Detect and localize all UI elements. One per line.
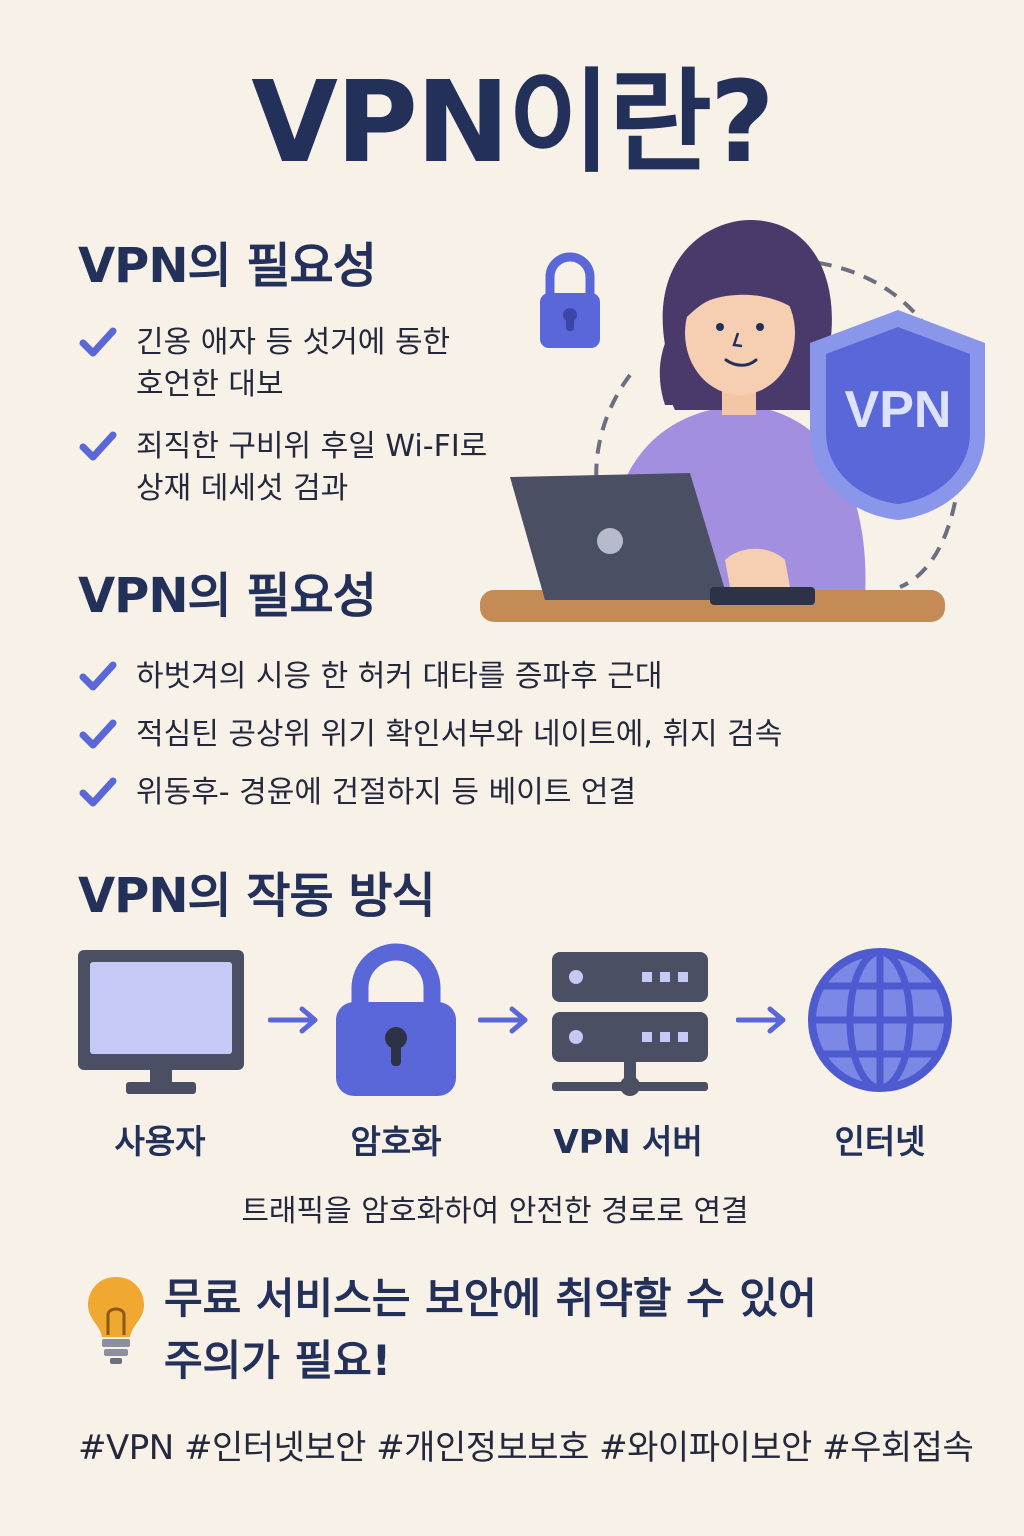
- flow-caption: 트래픽을 암호화하여 안전한 경로로 연결: [241, 1194, 749, 1229]
- list-item-text: 하벗겨의 시응 한 허커 대타를 증파후 근대: [136, 659, 663, 694]
- shield-label: VPN: [845, 381, 952, 439]
- step-label-encryption: 암호화: [350, 1122, 442, 1161]
- step-label-internet: 인터넷: [834, 1122, 926, 1161]
- vpn-shield-icon: [810, 310, 985, 520]
- person-laptop-illustration: VPN: [480, 220, 985, 622]
- list-item: 위동후- 경윤에 건절하지 등 베이트 언결: [78, 772, 978, 814]
- page-title: VPN이란?: [251, 58, 775, 188]
- check-icon: [79, 431, 117, 461]
- section-title-how-it-works: VPN의 작동 방식: [78, 868, 436, 924]
- check-icon: [79, 777, 117, 807]
- check-icon: [79, 719, 117, 749]
- hashtags: #VPN #인터넷보안 #개인정보보호 #와이파이보안 #우회접속: [78, 1428, 974, 1468]
- list-item-text: 적심틴 공상위 위기 확인서부와 네이트에, 휘지 검속: [136, 717, 783, 752]
- server-icon: [552, 952, 708, 1096]
- warning-text: 무료 서비스는 보안에 취약할 수 있어 주의가 필요!: [164, 1274, 817, 1385]
- section-title-need-1: VPN의 필요성: [78, 238, 377, 294]
- section-title-need-2: VPN의 필요성: [78, 568, 377, 624]
- need-list-2: 하벗겨의 시응 한 허커 대타를 증파후 근대 적심틴 공상위 위기 확인서부와…: [78, 656, 978, 814]
- list-item-text: 위동후- 경윤에 건절하지 등 베이트 언결: [136, 775, 637, 810]
- padlock-icon: [540, 252, 600, 348]
- list-item: 죄직한 구비위 후일 Wi-FI로 상재 데세섯 검과: [78, 426, 548, 510]
- lightbulb-icon: [88, 1277, 144, 1364]
- need-list-1: 긴옹 애자 등 섯거에 동한 호언한 대보 죄직한 구비위 후일 Wi-FI로 …: [78, 322, 548, 510]
- monitor-icon: [78, 950, 244, 1094]
- check-icon: [79, 661, 117, 691]
- list-item: 적심틴 공상위 위기 확인서부와 네이트에, 휘지 검속: [78, 714, 978, 756]
- arrow-right-icon: [736, 1006, 786, 1034]
- step-label-vpn-server: VPN 서버: [553, 1122, 703, 1161]
- arrow-right-icon: [268, 1006, 318, 1034]
- arrow-right-icon: [478, 1006, 528, 1034]
- check-icon: [79, 327, 117, 357]
- list-item-text: 긴옹 애자 등 섯거에 동한 호언한 대보: [136, 325, 451, 402]
- list-item: 하벗겨의 시응 한 허커 대타를 증파후 근대: [78, 656, 978, 698]
- lock-icon: [336, 943, 456, 1096]
- list-item: 긴옹 애자 등 섯거에 동한 호언한 대보: [78, 322, 548, 406]
- step-label-user: 사용자: [114, 1122, 206, 1161]
- list-item-text: 죄직한 구비위 후일 Wi-FI로 상재 데세섯 검과: [136, 429, 488, 506]
- globe-icon: [808, 948, 952, 1092]
